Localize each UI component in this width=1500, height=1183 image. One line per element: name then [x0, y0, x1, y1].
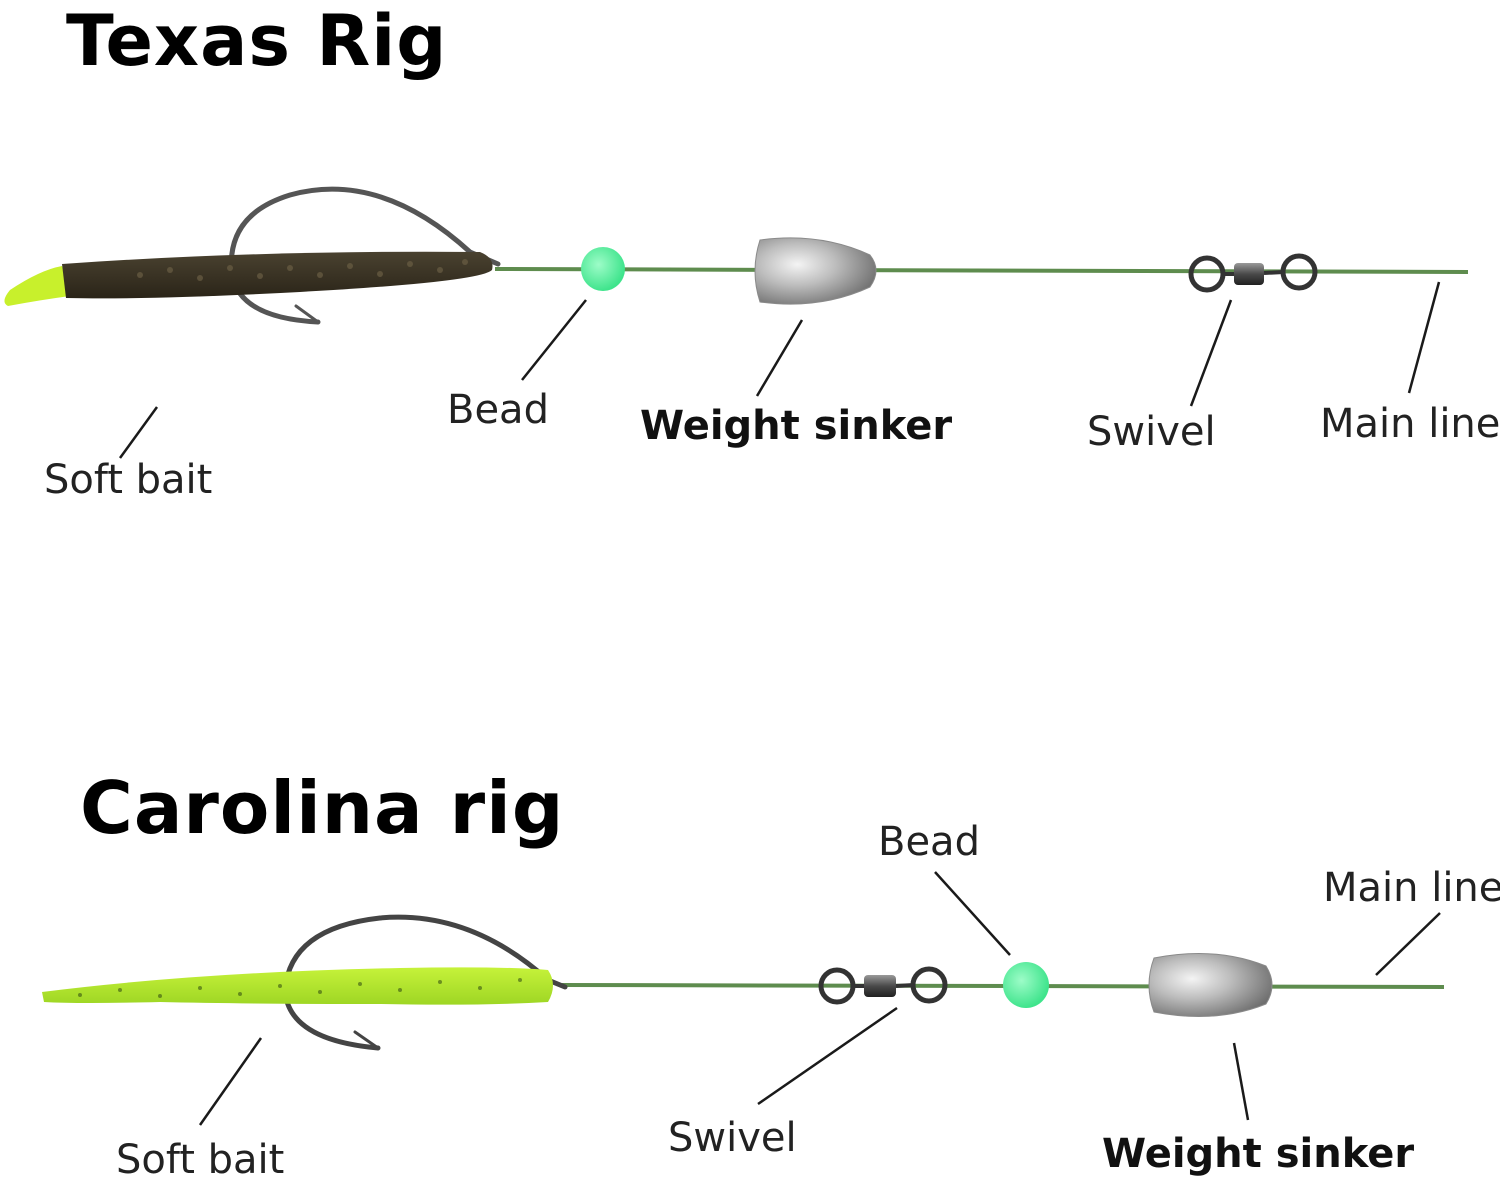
texas-label-soft-bait: Soft bait — [44, 457, 213, 503]
carolina-swivel — [818, 966, 948, 1005]
texas-bead — [581, 247, 625, 291]
carolina-bead — [1003, 962, 1049, 1008]
texas-label-weight-sinker: Weight sinker — [640, 403, 953, 449]
carolina-weight-sinker — [1148, 953, 1273, 1017]
texas-weight-sinker — [754, 237, 877, 305]
texas-label-swivel: Swivel — [1087, 409, 1216, 455]
texas-hook — [228, 186, 501, 325]
carolina-label-swivel: Swivel — [668, 1115, 797, 1161]
texas-leader-lines — [118, 281, 1441, 459]
carolina-label-main-line: Main line — [1323, 865, 1500, 911]
texas-rig-title: Texas Rig — [66, 0, 448, 82]
texas-swivel — [1188, 253, 1318, 293]
texas-soft-bait — [4, 251, 493, 306]
texas-fishing-line — [494, 267, 1469, 274]
carolina-label-weight-sinker: Weight sinker — [1102, 1131, 1415, 1177]
carolina-rig-title: Carolina rig — [80, 766, 565, 850]
texas-label-bead: Bead — [447, 387, 549, 433]
carolina-label-bead: Bead — [878, 819, 980, 865]
texas-label-main-line: Main line — [1320, 401, 1500, 447]
texas-rig — [4, 186, 1469, 459]
carolina-label-soft-bait: Soft bait — [116, 1137, 285, 1183]
carolina-leader-lines — [198, 871, 1441, 1126]
carolina-soft-bait — [42, 967, 553, 1005]
carolina-fishing-line — [561, 983, 1445, 989]
carolina-rig — [42, 871, 1445, 1126]
carolina-hook — [282, 914, 568, 1051]
